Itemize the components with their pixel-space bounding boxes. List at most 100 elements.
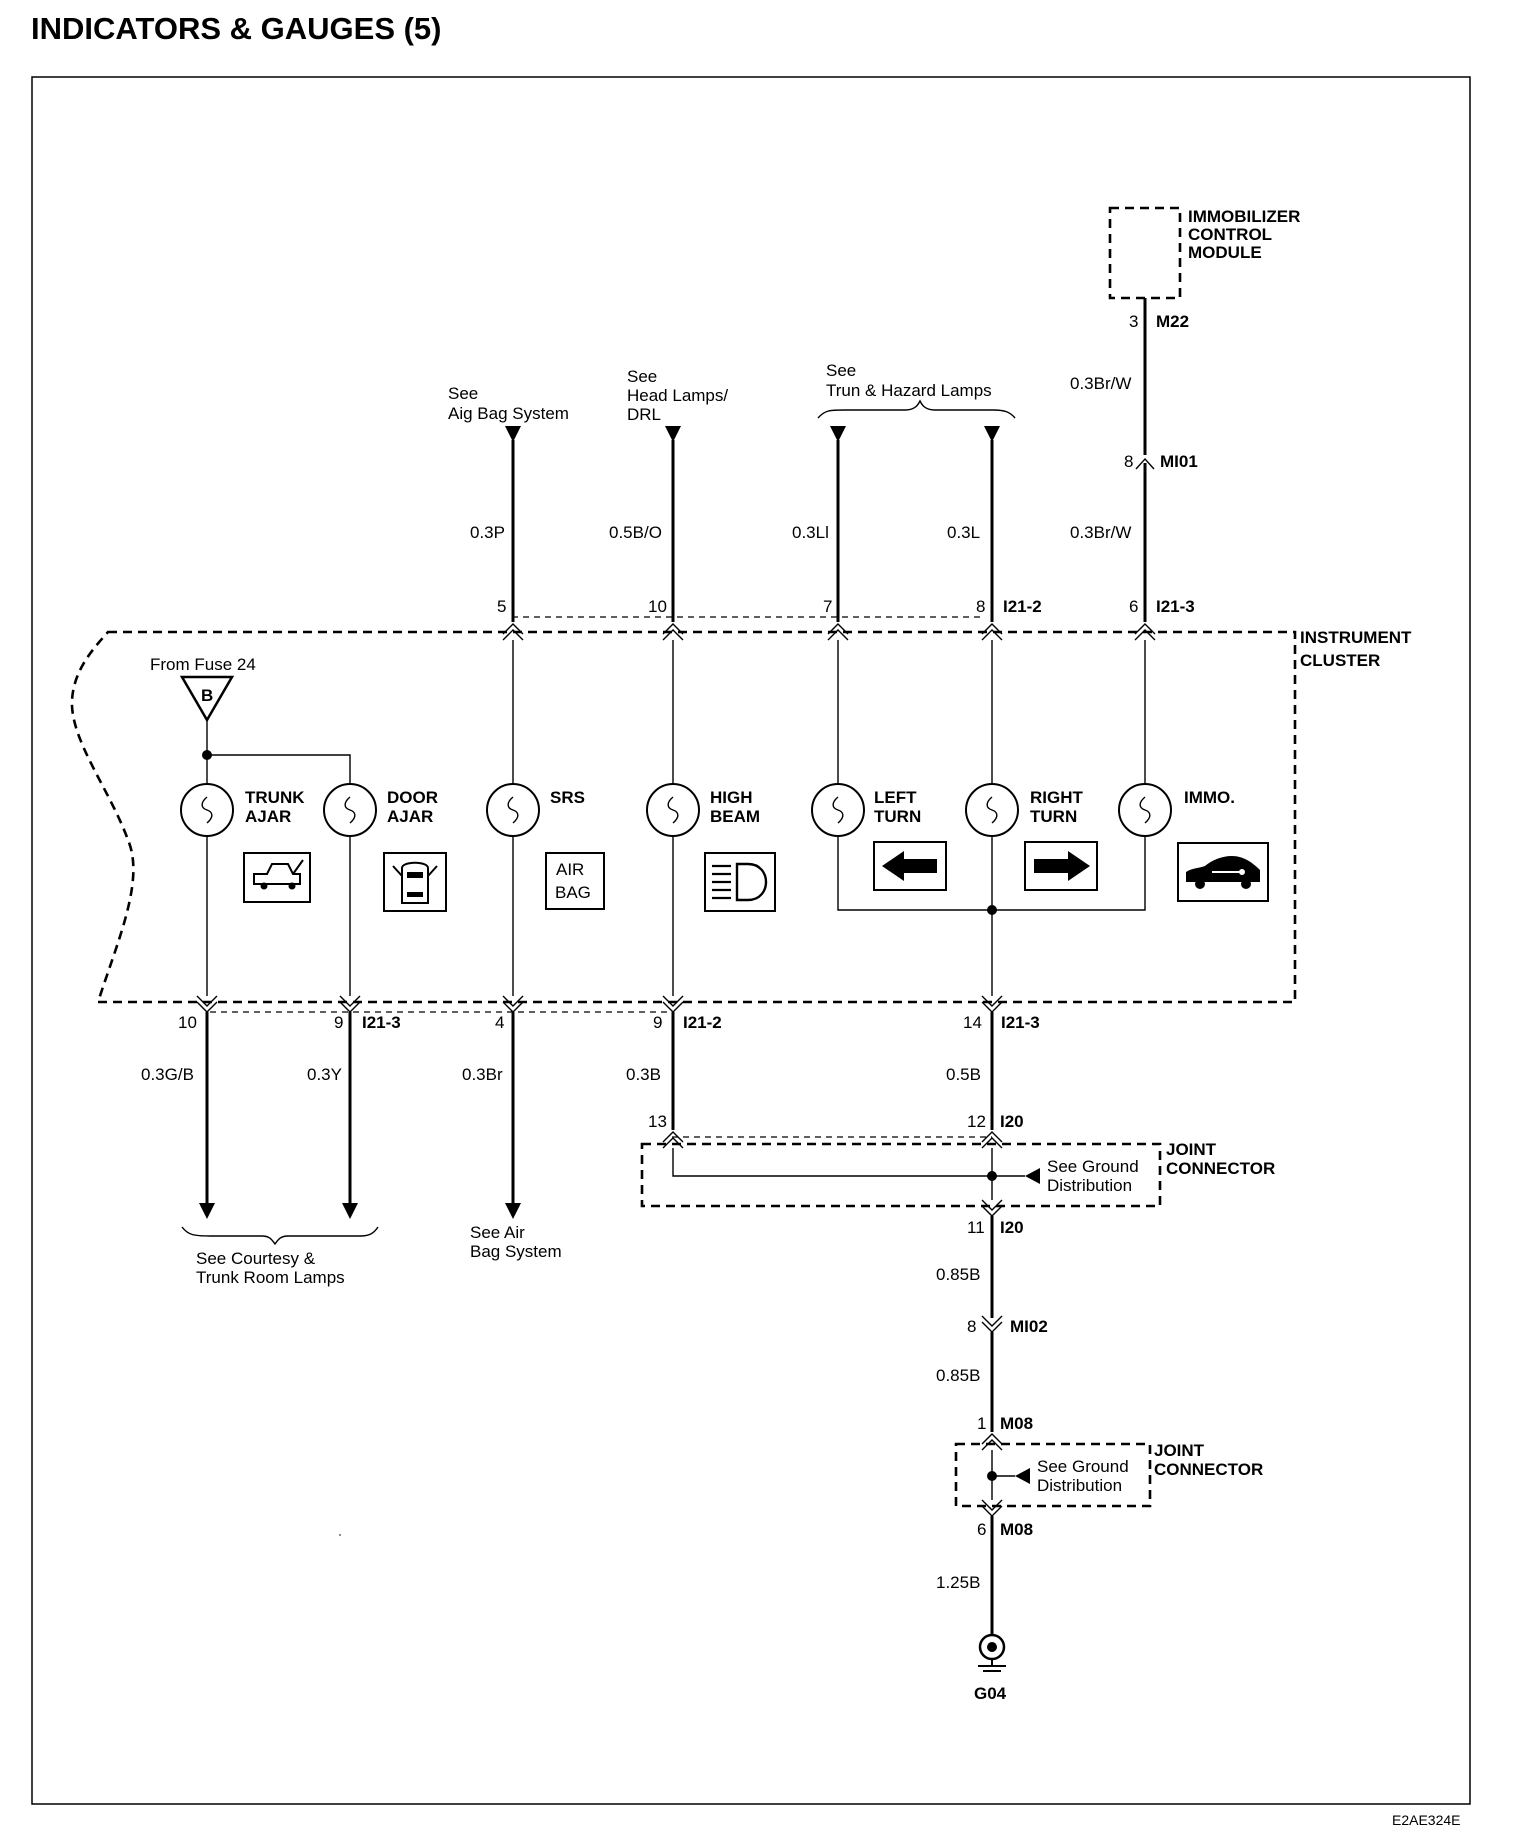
joint-connector-1-box bbox=[640, 1142, 1162, 1208]
pin-bot-rt: 14 bbox=[963, 1013, 982, 1032]
high-beam-bulb-icon bbox=[646, 783, 700, 837]
ref-turn-hazard-1: See bbox=[826, 361, 856, 380]
ref-airbag-bottom-1: See Air bbox=[470, 1223, 525, 1242]
lamp-rt-label-2: TURN bbox=[1030, 807, 1077, 826]
wire-label-immo-lower: 0.3Br/W bbox=[1070, 523, 1131, 542]
left-turn-bulb-icon bbox=[811, 783, 865, 837]
bulb-icons bbox=[180, 783, 1172, 837]
ground-dist-1-arrow bbox=[1025, 1168, 1040, 1184]
lamp-hb-label-2: BEAM bbox=[710, 807, 760, 826]
joint-connector-2-label-2: CONNECTOR bbox=[1154, 1460, 1263, 1479]
connector-i21-3-bot-left: I21-3 bbox=[362, 1013, 401, 1032]
lamp-trunk-label-2: AJAR bbox=[245, 807, 291, 826]
wire-label-rt-bot: 0.5B bbox=[946, 1065, 981, 1084]
connector-i20-in: I20 bbox=[1000, 1112, 1024, 1131]
right-turn-top-arrow bbox=[984, 426, 1000, 442]
connector-i21-3-bot-right: I21-3 bbox=[1001, 1013, 1040, 1032]
pin-bot-door: 9 bbox=[334, 1013, 343, 1032]
lamp-immo-label: IMMO. bbox=[1184, 788, 1235, 807]
lamp-rt-label-1: RIGHT bbox=[1030, 788, 1084, 807]
connector-mi02: MI02 bbox=[1010, 1317, 1048, 1336]
immobilizer-label-2: CONTROL bbox=[1188, 225, 1272, 244]
high-beam-icon bbox=[704, 852, 776, 912]
connector-ground: G04 bbox=[974, 1684, 1007, 1703]
trunk-ajar-bulb-icon bbox=[180, 783, 234, 837]
connector-m08-out: M08 bbox=[1000, 1520, 1033, 1539]
connector-i21-2-top: I21-2 bbox=[1003, 597, 1042, 616]
lamp-lt-label-2: TURN bbox=[874, 807, 921, 826]
ground-symbol-icon bbox=[978, 1633, 1006, 1672]
joint-connector-1-label-1: JOINT bbox=[1166, 1140, 1217, 1159]
immobilizer-label-3: MODULE bbox=[1188, 243, 1262, 262]
instrument-cluster-label-1: INSTRUMENT bbox=[1300, 628, 1412, 647]
right-turn-bulb-icon bbox=[965, 783, 1019, 837]
ref-ground-dist-2-1: See Ground bbox=[1037, 1457, 1129, 1476]
instrument-cluster-label-2: CLUSTER bbox=[1300, 651, 1380, 670]
pin-bot-hb: 9 bbox=[653, 1013, 662, 1032]
joint-1-output-chevron bbox=[981, 1199, 1003, 1217]
airbag-icon-text-2: BAG bbox=[555, 883, 591, 902]
figure-code: E2AE324E bbox=[1392, 1812, 1461, 1828]
trunk-bottom-arrow bbox=[199, 1203, 215, 1219]
high-beam-top-arrow bbox=[665, 426, 681, 442]
diagram-frame bbox=[31, 76, 1471, 1805]
pin-top-srs: 5 bbox=[497, 597, 506, 616]
door-bottom-arrow bbox=[342, 1203, 358, 1219]
joint-connector-2-label-1: JOINT bbox=[1154, 1441, 1205, 1460]
pin-mi02: 8 bbox=[967, 1317, 976, 1336]
joint-2-splice-dot bbox=[987, 1471, 997, 1481]
wire-label-door-bot: 0.3Y bbox=[307, 1065, 342, 1084]
wire-label-hb-bot: 0.3B bbox=[626, 1065, 661, 1084]
pin-top-rt: 8 bbox=[976, 597, 985, 616]
immo-car-key-icon bbox=[1177, 842, 1269, 902]
pin-immo-m22: 3 bbox=[1129, 312, 1138, 331]
joint-connector-2-box bbox=[954, 1442, 1152, 1508]
wire-label-gnd-2: 0.85B bbox=[936, 1366, 980, 1385]
pin-m08-in: 1 bbox=[977, 1414, 986, 1433]
pin-bot-srs: 4 bbox=[495, 1013, 504, 1032]
trunk-ajar-icon bbox=[243, 852, 311, 903]
m08-out-chevron bbox=[981, 1499, 1003, 1517]
joint-input-chevrons bbox=[662, 1131, 1003, 1149]
fuse-letter: B bbox=[201, 686, 213, 705]
airbag-icon: AIR BAG bbox=[545, 852, 605, 910]
turn-hazard-brace bbox=[817, 399, 1016, 419]
courtesy-brace bbox=[181, 1226, 379, 1246]
pin-m08-out: 6 bbox=[977, 1520, 986, 1539]
wire-label-lt-top: 0.3Ll bbox=[792, 523, 829, 542]
wire-label-srs-top: 0.3P bbox=[470, 523, 505, 542]
pin-top-immo: 6 bbox=[1129, 597, 1138, 616]
joint-1-splice-dot bbox=[987, 1171, 997, 1181]
right-arrow-icon bbox=[1024, 841, 1098, 891]
fuse-triangle-icon bbox=[179, 675, 235, 723]
ref-courtesy-2: Trunk Room Lamps bbox=[196, 1268, 345, 1287]
lamp-hb-label-1: HIGH bbox=[710, 788, 753, 807]
lamp-trunk-label-1: TRUNK bbox=[245, 788, 305, 807]
connector-i21-2-bot: I21-2 bbox=[683, 1013, 722, 1032]
joint-connector-1-label-2: CONNECTOR bbox=[1166, 1159, 1275, 1178]
immo-bulb-icon bbox=[1118, 783, 1172, 837]
immobilizer-label-1: IMMOBILIZER bbox=[1188, 207, 1300, 226]
door-feed-wire bbox=[207, 754, 351, 784]
pin-top-hb: 10 bbox=[648, 597, 667, 616]
immobilizer-module-box bbox=[1108, 206, 1182, 300]
ground-dist-2-arrow bbox=[1015, 1468, 1030, 1484]
srs-top-arrow bbox=[505, 426, 521, 442]
mi02-connector-symbol bbox=[981, 1315, 1003, 1333]
page-title: INDICATORS & GAUGES (5) bbox=[31, 11, 442, 46]
joint-1-bus bbox=[672, 1148, 1025, 1177]
ref-headlamps-3: DRL bbox=[627, 405, 661, 424]
wire-label-rt-top: 0.3L bbox=[947, 523, 980, 542]
airbag-icon-text-1: AIR bbox=[556, 860, 584, 879]
left-turn-top-arrow bbox=[830, 426, 846, 442]
srs-bulb-icon bbox=[486, 783, 540, 837]
lamp-srs-label: SRS bbox=[550, 788, 585, 807]
pin-top-lt: 7 bbox=[823, 597, 832, 616]
lamp-door-label-2: AJAR bbox=[387, 807, 433, 826]
mi01-connector-symbol bbox=[1135, 457, 1155, 470]
wire-label-gnd-3: 1.25B bbox=[936, 1573, 980, 1592]
ref-ground-dist-1-1: See Ground bbox=[1047, 1157, 1139, 1176]
instrument-cluster-outline bbox=[70, 630, 1297, 1004]
pin-jc-in-right: 12 bbox=[967, 1112, 986, 1131]
